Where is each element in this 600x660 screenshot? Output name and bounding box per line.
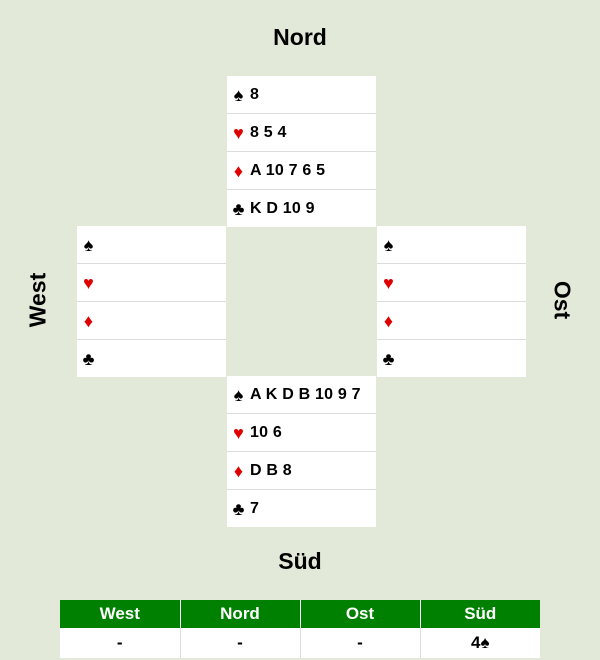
west-hearts-row: ♥ (77, 264, 226, 302)
west-diamonds-row: ♦ (77, 302, 226, 340)
heart-icon: ♥ (233, 422, 244, 443)
south-hearts-cards: 10 6 (250, 423, 282, 441)
south-label: Süd (278, 548, 322, 574)
north-diamonds-cards: A 10 7 6 5 (250, 161, 326, 179)
east-clubs-row: ♣ (377, 340, 526, 377)
bid-west: - (60, 628, 181, 658)
west-spades-row: ♠ (77, 226, 226, 264)
bidding-header-east: Ost (300, 600, 421, 628)
bidding-header-south: Süd (420, 600, 540, 628)
west-label: West (24, 272, 51, 328)
club-icon: ♣ (232, 198, 245, 219)
south-spades-cards: A K D B 10 9 7 (250, 385, 361, 403)
north-label: Nord (273, 24, 327, 50)
club-icon: ♣ (232, 498, 245, 519)
diamond-icon: ♦ (233, 160, 244, 181)
south-clubs-cards: 7 (250, 499, 260, 517)
bidding-header-row: West Nord Ost Süd (60, 600, 540, 628)
south-spades-row: ♠ A K D B 10 9 7 (227, 376, 376, 414)
bidding-table: West Nord Ost Süd - - - 4♠ (60, 600, 540, 658)
bidding-row: - - - 4♠ (60, 628, 540, 658)
north-clubs-cards: K D 10 9 (250, 199, 315, 217)
south-hearts-row: ♥ 10 6 (227, 414, 376, 452)
east-hand: ♠ ♥ ♦ ♣ (377, 226, 526, 377)
club-icon: ♣ (382, 348, 395, 369)
club-icon: ♣ (82, 348, 95, 369)
heart-icon: ♥ (83, 272, 94, 293)
east-label: Ost (549, 280, 576, 320)
heart-icon: ♥ (233, 122, 244, 143)
north-spades-cards: 8 (250, 85, 260, 103)
west-clubs-row: ♣ (77, 340, 226, 377)
north-diamonds-row: ♦ A 10 7 6 5 (227, 152, 376, 190)
east-diamonds-row: ♦ (377, 302, 526, 340)
south-diamonds-row: ♦ D B 8 (227, 452, 376, 490)
south-hand: ♠ A K D B 10 9 7 ♥ 10 6 ♦ D B 8 ♣ 7 (227, 376, 376, 527)
diamond-icon: ♦ (233, 460, 244, 481)
diamond-icon: ♦ (83, 310, 94, 331)
heart-icon: ♥ (383, 272, 394, 293)
south-clubs-row: ♣ 7 (227, 490, 376, 527)
east-spades-row: ♠ (377, 226, 526, 264)
diamond-icon: ♦ (383, 310, 394, 331)
spade-icon: ♠ (383, 234, 394, 255)
bid-south: 4♠ (420, 628, 540, 658)
north-hearts-row: ♥ 8 5 4 (227, 114, 376, 152)
north-hearts-cards: 8 5 4 (250, 123, 287, 141)
north-clubs-row: ♣ K D 10 9 (227, 190, 376, 227)
south-diamonds-cards: D B 8 (250, 461, 292, 479)
spade-icon: ♠ (83, 234, 94, 255)
spade-icon: ♠ (233, 84, 244, 105)
west-hand: ♠ ♥ ♦ ♣ (77, 226, 226, 377)
bid-north: - (180, 628, 301, 658)
bidding-header-west: West (60, 600, 181, 628)
north-spades-row: ♠ 8 (227, 76, 376, 114)
spade-icon: ♠ (233, 384, 244, 405)
bid-east: - (300, 628, 421, 658)
east-hearts-row: ♥ (377, 264, 526, 302)
north-hand: ♠ 8 ♥ 8 5 4 ♦ A 10 7 6 5 ♣ K D 10 9 (227, 76, 376, 227)
bidding-header-north: Nord (180, 600, 301, 628)
